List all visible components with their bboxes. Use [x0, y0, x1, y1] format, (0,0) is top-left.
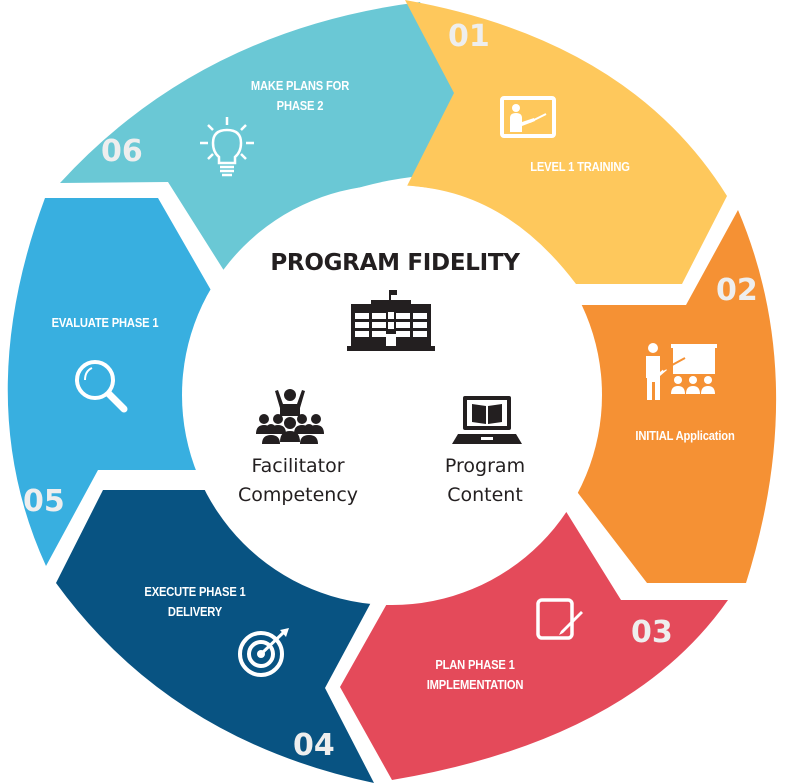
magnifier-icon — [75, 360, 128, 413]
step-number-01: 01 — [448, 19, 490, 54]
presentation-audience-icon — [646, 343, 717, 400]
pillar-program-content: Program Content — [444, 455, 526, 506]
step-number-06: 06 — [101, 134, 143, 169]
step-label-05: EVALUATE PHASE 1 — [51, 315, 159, 330]
segment-02 — [568, 210, 777, 583]
step-label-03: PLAN PHASE 1 IMPLEMENTATION — [426, 657, 524, 692]
audience-leader-icon — [256, 389, 324, 444]
step-number-02: 02 — [716, 273, 758, 308]
segment-03 — [340, 505, 728, 780]
segment-06 — [60, 2, 462, 277]
segment-05 — [7, 198, 212, 566]
lightbulb-icon — [200, 117, 254, 177]
step-label-04: EXECUTE PHASE 1 DELIVERY — [144, 584, 246, 619]
segment-01 — [405, 0, 727, 284]
laptop-book-icon — [452, 396, 522, 444]
step-label-02: INITIAL Application — [635, 428, 735, 443]
step-label-06: MAKE PLANS FOR PHASE 2 — [250, 78, 350, 113]
center-circle — [182, 185, 602, 605]
center-title: PROGRAM FIDELITY — [270, 250, 520, 276]
step-label-01: LEVEL 1 TRAINING — [530, 159, 630, 174]
teacher-board-icon — [500, 96, 556, 138]
school-building-icon — [347, 290, 435, 351]
step-number-04: 04 — [293, 728, 335, 763]
step-number-05: 05 — [23, 484, 65, 519]
step-number-03: 03 — [631, 615, 673, 650]
tablet-pen-icon — [536, 598, 583, 640]
segment-04 — [56, 490, 375, 783]
pillar-facilitator-competency: Facilitator Competency — [237, 455, 359, 506]
target-arrow-icon — [238, 628, 289, 677]
